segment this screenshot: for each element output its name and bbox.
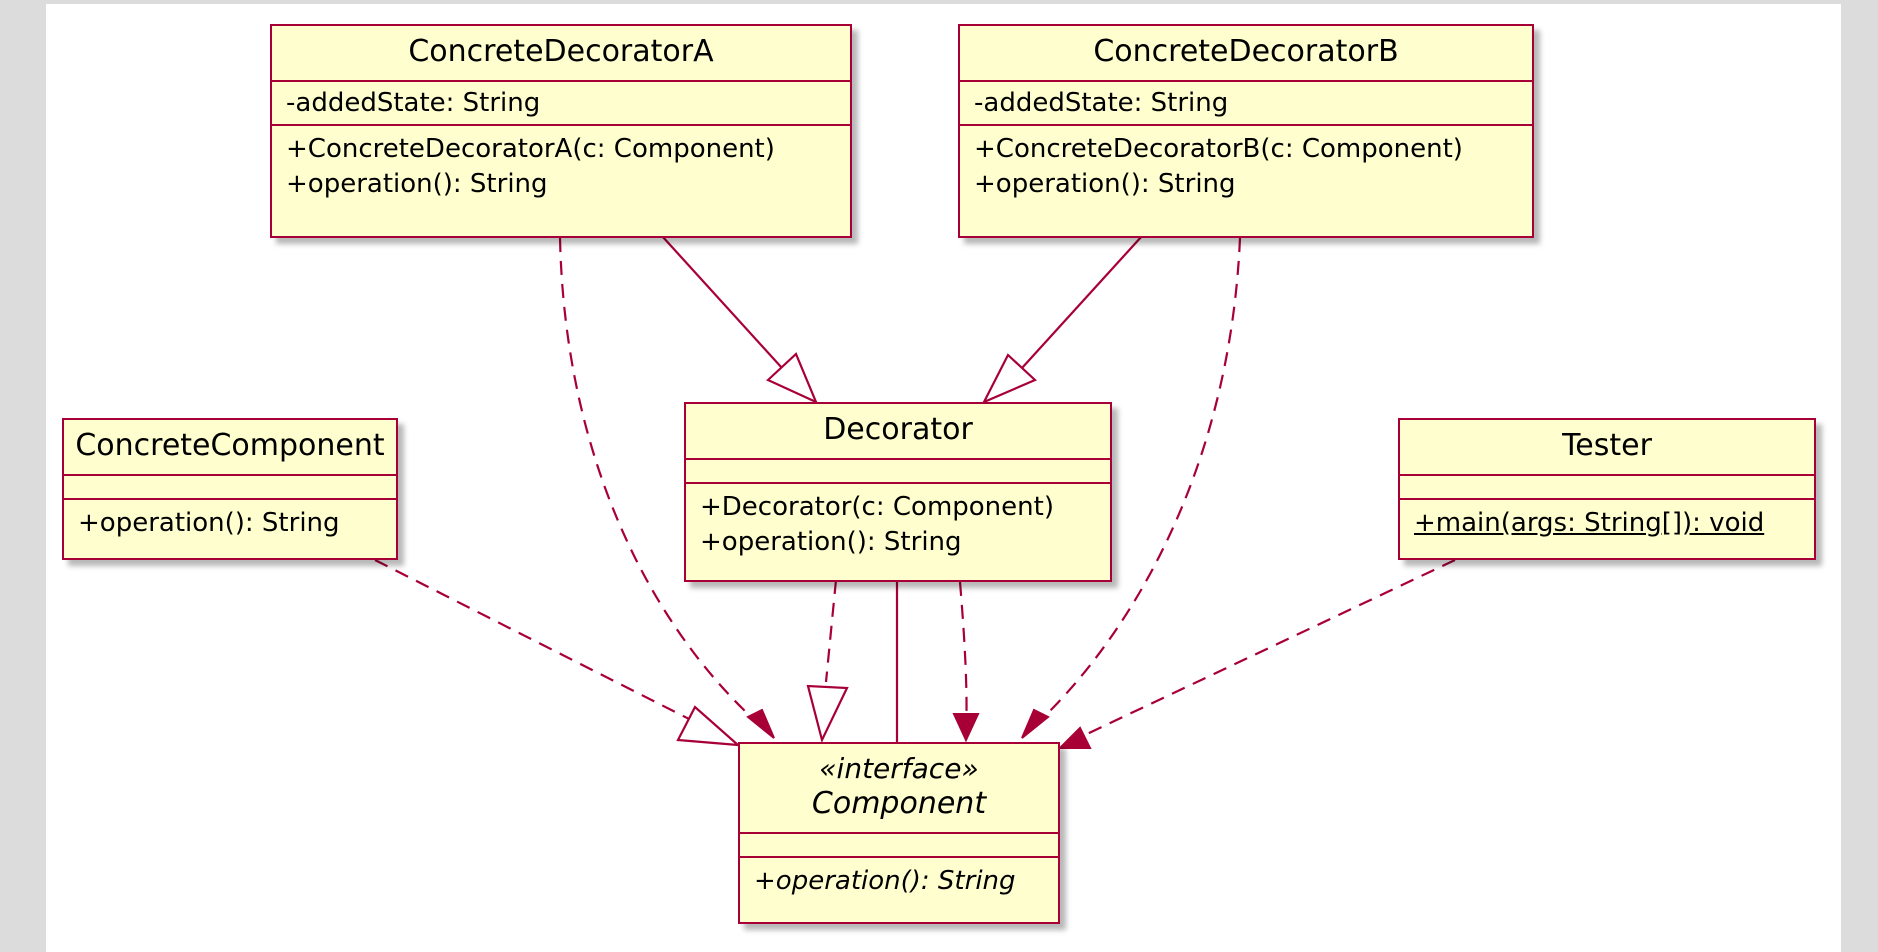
operations-compartment: +Decorator(c: Component) +operation(): S…: [686, 484, 1110, 568]
attribute: -addedState: String: [286, 88, 541, 118]
operation: +Decorator(c: Component): [700, 492, 1054, 522]
operation: +ConcreteDecoratorA(c: Component): [286, 134, 775, 164]
abstract-operation: +operation(): String: [754, 866, 1016, 896]
class-name: ConcreteDecoratorB: [960, 26, 1532, 82]
operations-compartment: +main(args: String[]): void: [1400, 500, 1814, 549]
interface-header: «interface» Component: [740, 744, 1058, 834]
attributes-compartment: -addedState: String: [960, 82, 1532, 126]
class-name: Tester: [1400, 420, 1814, 476]
operation: +ConcreteDecoratorB(c: Component): [974, 134, 1463, 164]
class-name: ConcreteComponent: [64, 420, 396, 476]
operation: +operation(): String: [286, 169, 548, 199]
attribute: -addedState: String: [974, 88, 1229, 118]
operation: +operation(): String: [78, 508, 340, 538]
attributes-compartment: -addedState: String: [272, 82, 850, 126]
attributes-compartment: [1400, 476, 1814, 500]
operation: +operation(): String: [974, 169, 1236, 199]
class-tester[interactable]: Tester +main(args: String[]): void: [1398, 418, 1816, 560]
class-name: Decorator: [686, 404, 1110, 460]
attributes-compartment: [64, 476, 396, 500]
operations-compartment: +ConcreteDecoratorA(c: Component) +opera…: [272, 126, 850, 210]
stereotype-label: «interface»: [819, 752, 979, 785]
class-concrete-component[interactable]: ConcreteComponent +operation(): String: [62, 418, 398, 560]
operation: +operation(): String: [700, 527, 962, 557]
attributes-compartment: [740, 834, 1058, 858]
class-name: Component: [811, 786, 987, 821]
operations-compartment: +operation(): String: [740, 858, 1058, 907]
operations-compartment: +ConcreteDecoratorB(c: Component) +opera…: [960, 126, 1532, 210]
attributes-compartment: [686, 460, 1110, 484]
class-decorator[interactable]: Decorator +Decorator(c: Component) +oper…: [684, 402, 1112, 582]
class-name: ConcreteDecoratorA: [272, 26, 850, 82]
operations-compartment: +operation(): String: [64, 500, 396, 549]
class-concrete-decorator-a[interactable]: ConcreteDecoratorA -addedState: String +…: [270, 24, 852, 238]
class-concrete-decorator-b[interactable]: ConcreteDecoratorB -addedState: String +…: [958, 24, 1534, 238]
static-operation: +main(args: String[]): void: [1414, 508, 1765, 538]
interface-component[interactable]: «interface» Component +operation(): Stri…: [738, 742, 1060, 924]
